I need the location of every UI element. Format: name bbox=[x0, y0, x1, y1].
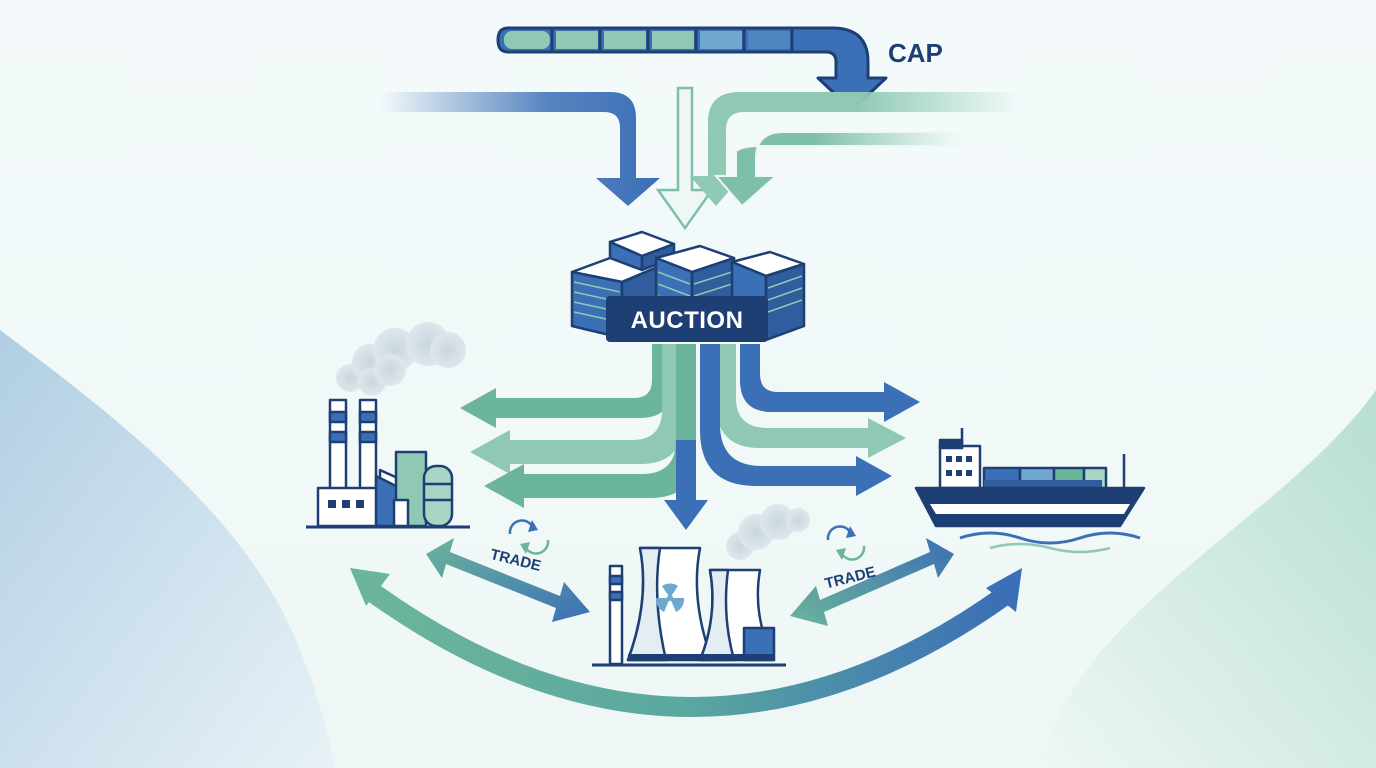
auction-label-box bbox=[606, 296, 768, 342]
incoming-allowance-arrows bbox=[380, 86, 1020, 231]
background-wave-right bbox=[1040, 390, 1376, 768]
factory-with-smoke-icon bbox=[306, 322, 470, 529]
cap-label: CAP bbox=[888, 38, 943, 68]
water-waves-light bbox=[989, 542, 1111, 554]
trade-cycle-icon-right bbox=[826, 525, 866, 561]
trade-arc-arrow bbox=[350, 568, 1022, 717]
auction-label: AUCTION bbox=[631, 307, 744, 334]
water-waves bbox=[959, 531, 1141, 545]
trade-arrow-left: TRADE bbox=[426, 519, 590, 622]
nuclear-power-plant-icon bbox=[592, 504, 810, 667]
cargo-ship-icon bbox=[914, 428, 1146, 528]
trade-arrow-right: TRADE bbox=[790, 525, 954, 626]
cap-bar-icon bbox=[496, 26, 888, 112]
distribution-arrows bbox=[460, 344, 920, 530]
background-wave-left bbox=[0, 330, 335, 768]
radiation-symbol-icon bbox=[655, 583, 685, 612]
trade-cycle-icon-left bbox=[508, 519, 550, 555]
